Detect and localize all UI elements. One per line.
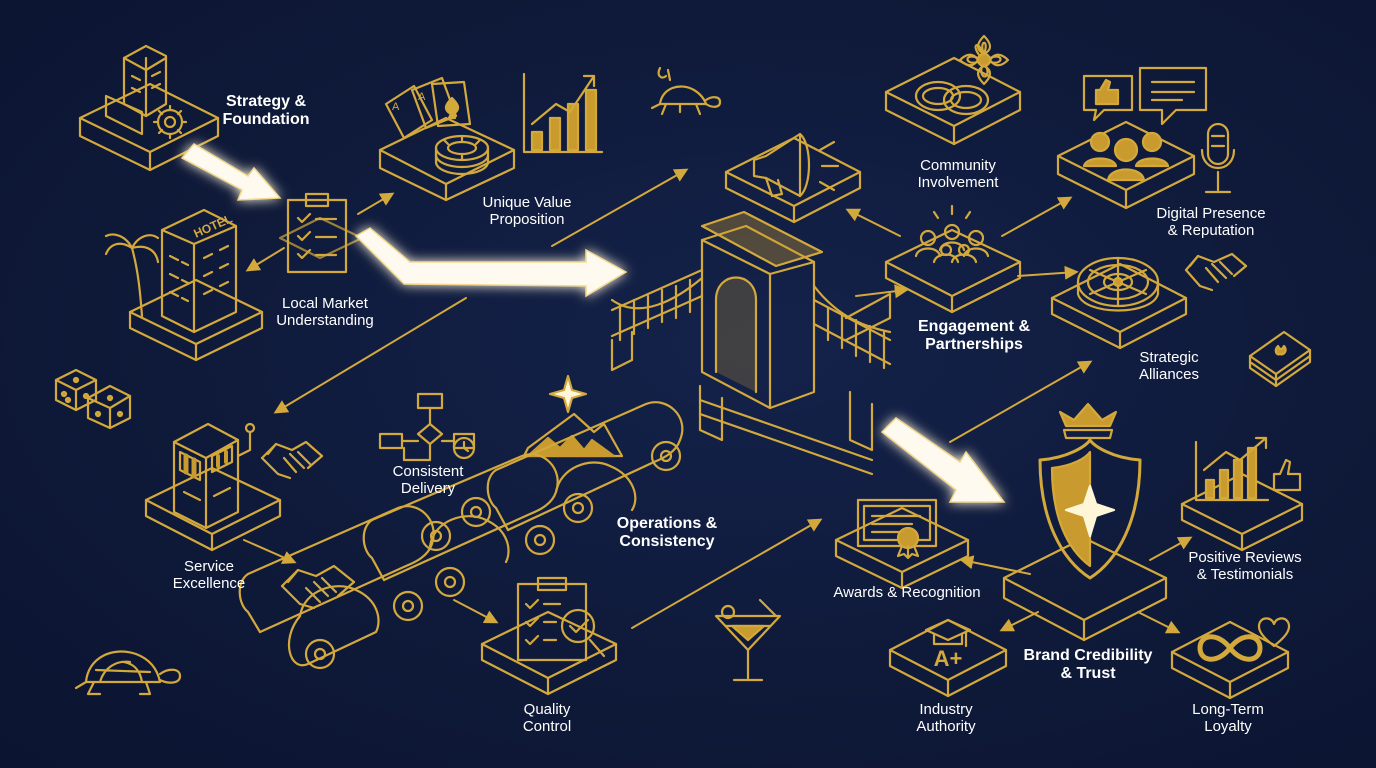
handshake-belt-icon xyxy=(280,564,356,610)
platform-hotel xyxy=(128,278,264,362)
checklist-icon xyxy=(516,576,588,662)
platform-loyalty xyxy=(1170,620,1290,700)
roulette-icon xyxy=(1076,256,1160,312)
connector-arrows xyxy=(243,168,1193,634)
conveyor-middle xyxy=(362,453,559,582)
bridge-icon xyxy=(610,210,892,476)
gear-icon xyxy=(304,440,682,670)
label-positive-reviews: Positive Reviews& Testimonials xyxy=(1188,549,1302,583)
palm-tree-icon xyxy=(104,233,160,318)
handshake-small-icon xyxy=(260,440,324,480)
flow-arrow-1 xyxy=(180,143,282,201)
microphone-icon xyxy=(1200,122,1236,194)
magnifier-icon xyxy=(560,608,606,658)
platform-quality xyxy=(480,610,618,696)
handshake-icon xyxy=(1184,252,1248,292)
flower-icon xyxy=(958,34,1010,86)
turtle-icon xyxy=(650,66,722,116)
platform-megaphone xyxy=(724,136,862,224)
crown-icon xyxy=(1058,402,1118,440)
grade-text: A+ xyxy=(934,646,963,671)
like-icon xyxy=(1082,74,1134,122)
platform-awards xyxy=(834,506,970,590)
poker-chip-icon xyxy=(434,134,490,176)
speech-bubble-icon xyxy=(1138,66,1208,126)
clipboard-icon xyxy=(286,192,348,274)
megaphone-icon xyxy=(752,132,840,198)
slot-machine-icon xyxy=(172,422,256,530)
flowchart-icon xyxy=(378,392,476,462)
flow-arrow-3 xyxy=(880,417,1006,503)
platform-uvp xyxy=(378,116,516,202)
platform-service xyxy=(144,466,282,552)
gear-icon xyxy=(152,104,188,140)
hotel-icon xyxy=(160,208,238,334)
label-strategy-foundation: Strategy &Foundation xyxy=(222,93,310,128)
graduation-cap-icon xyxy=(924,618,972,648)
flow-arrow-2 xyxy=(354,227,628,298)
group-small-icon xyxy=(914,204,990,264)
star-icon xyxy=(548,374,588,414)
main-flow-arrows xyxy=(180,143,1006,503)
certificate-icon xyxy=(856,498,938,560)
group-icon xyxy=(1082,131,1170,182)
turtle-icon xyxy=(74,650,182,696)
platform-engagement xyxy=(884,228,1022,314)
cards-deck-icon xyxy=(1248,330,1312,388)
label-operations-consistency: Operations &Consistency xyxy=(616,515,718,550)
platform-digital xyxy=(1056,120,1196,210)
label-brand-credibility: Brand Credibility& Trust xyxy=(1023,647,1153,682)
dice-icon xyxy=(54,368,132,430)
bar-chart-icon xyxy=(522,72,604,154)
svg-text:A: A xyxy=(418,91,426,103)
platform-alliances xyxy=(1050,262,1188,350)
svg-text:A: A xyxy=(392,101,400,113)
label-digital-presence: Digital Presence& Reputation xyxy=(1156,205,1266,239)
platform-strategy xyxy=(78,82,220,172)
label-awards-recognition: Awards & Recognition xyxy=(833,584,981,601)
conveyor-lower xyxy=(238,505,435,667)
building-icon xyxy=(104,44,168,136)
conveyor-upper xyxy=(486,401,684,532)
label-engagement-partnerships: Engagement &Partnerships xyxy=(917,318,1031,353)
cocktail-icon xyxy=(714,598,782,682)
growth-chart-icon xyxy=(1194,436,1302,502)
playing-cards-icon: A A xyxy=(384,76,472,140)
platform-brand xyxy=(1002,536,1168,642)
platform-authority xyxy=(888,618,1008,698)
shield-icon xyxy=(1038,438,1142,580)
platform-community xyxy=(884,56,1022,146)
rings-icon xyxy=(914,80,990,116)
infinity-icon xyxy=(1197,634,1263,662)
heart-icon xyxy=(1257,617,1291,648)
